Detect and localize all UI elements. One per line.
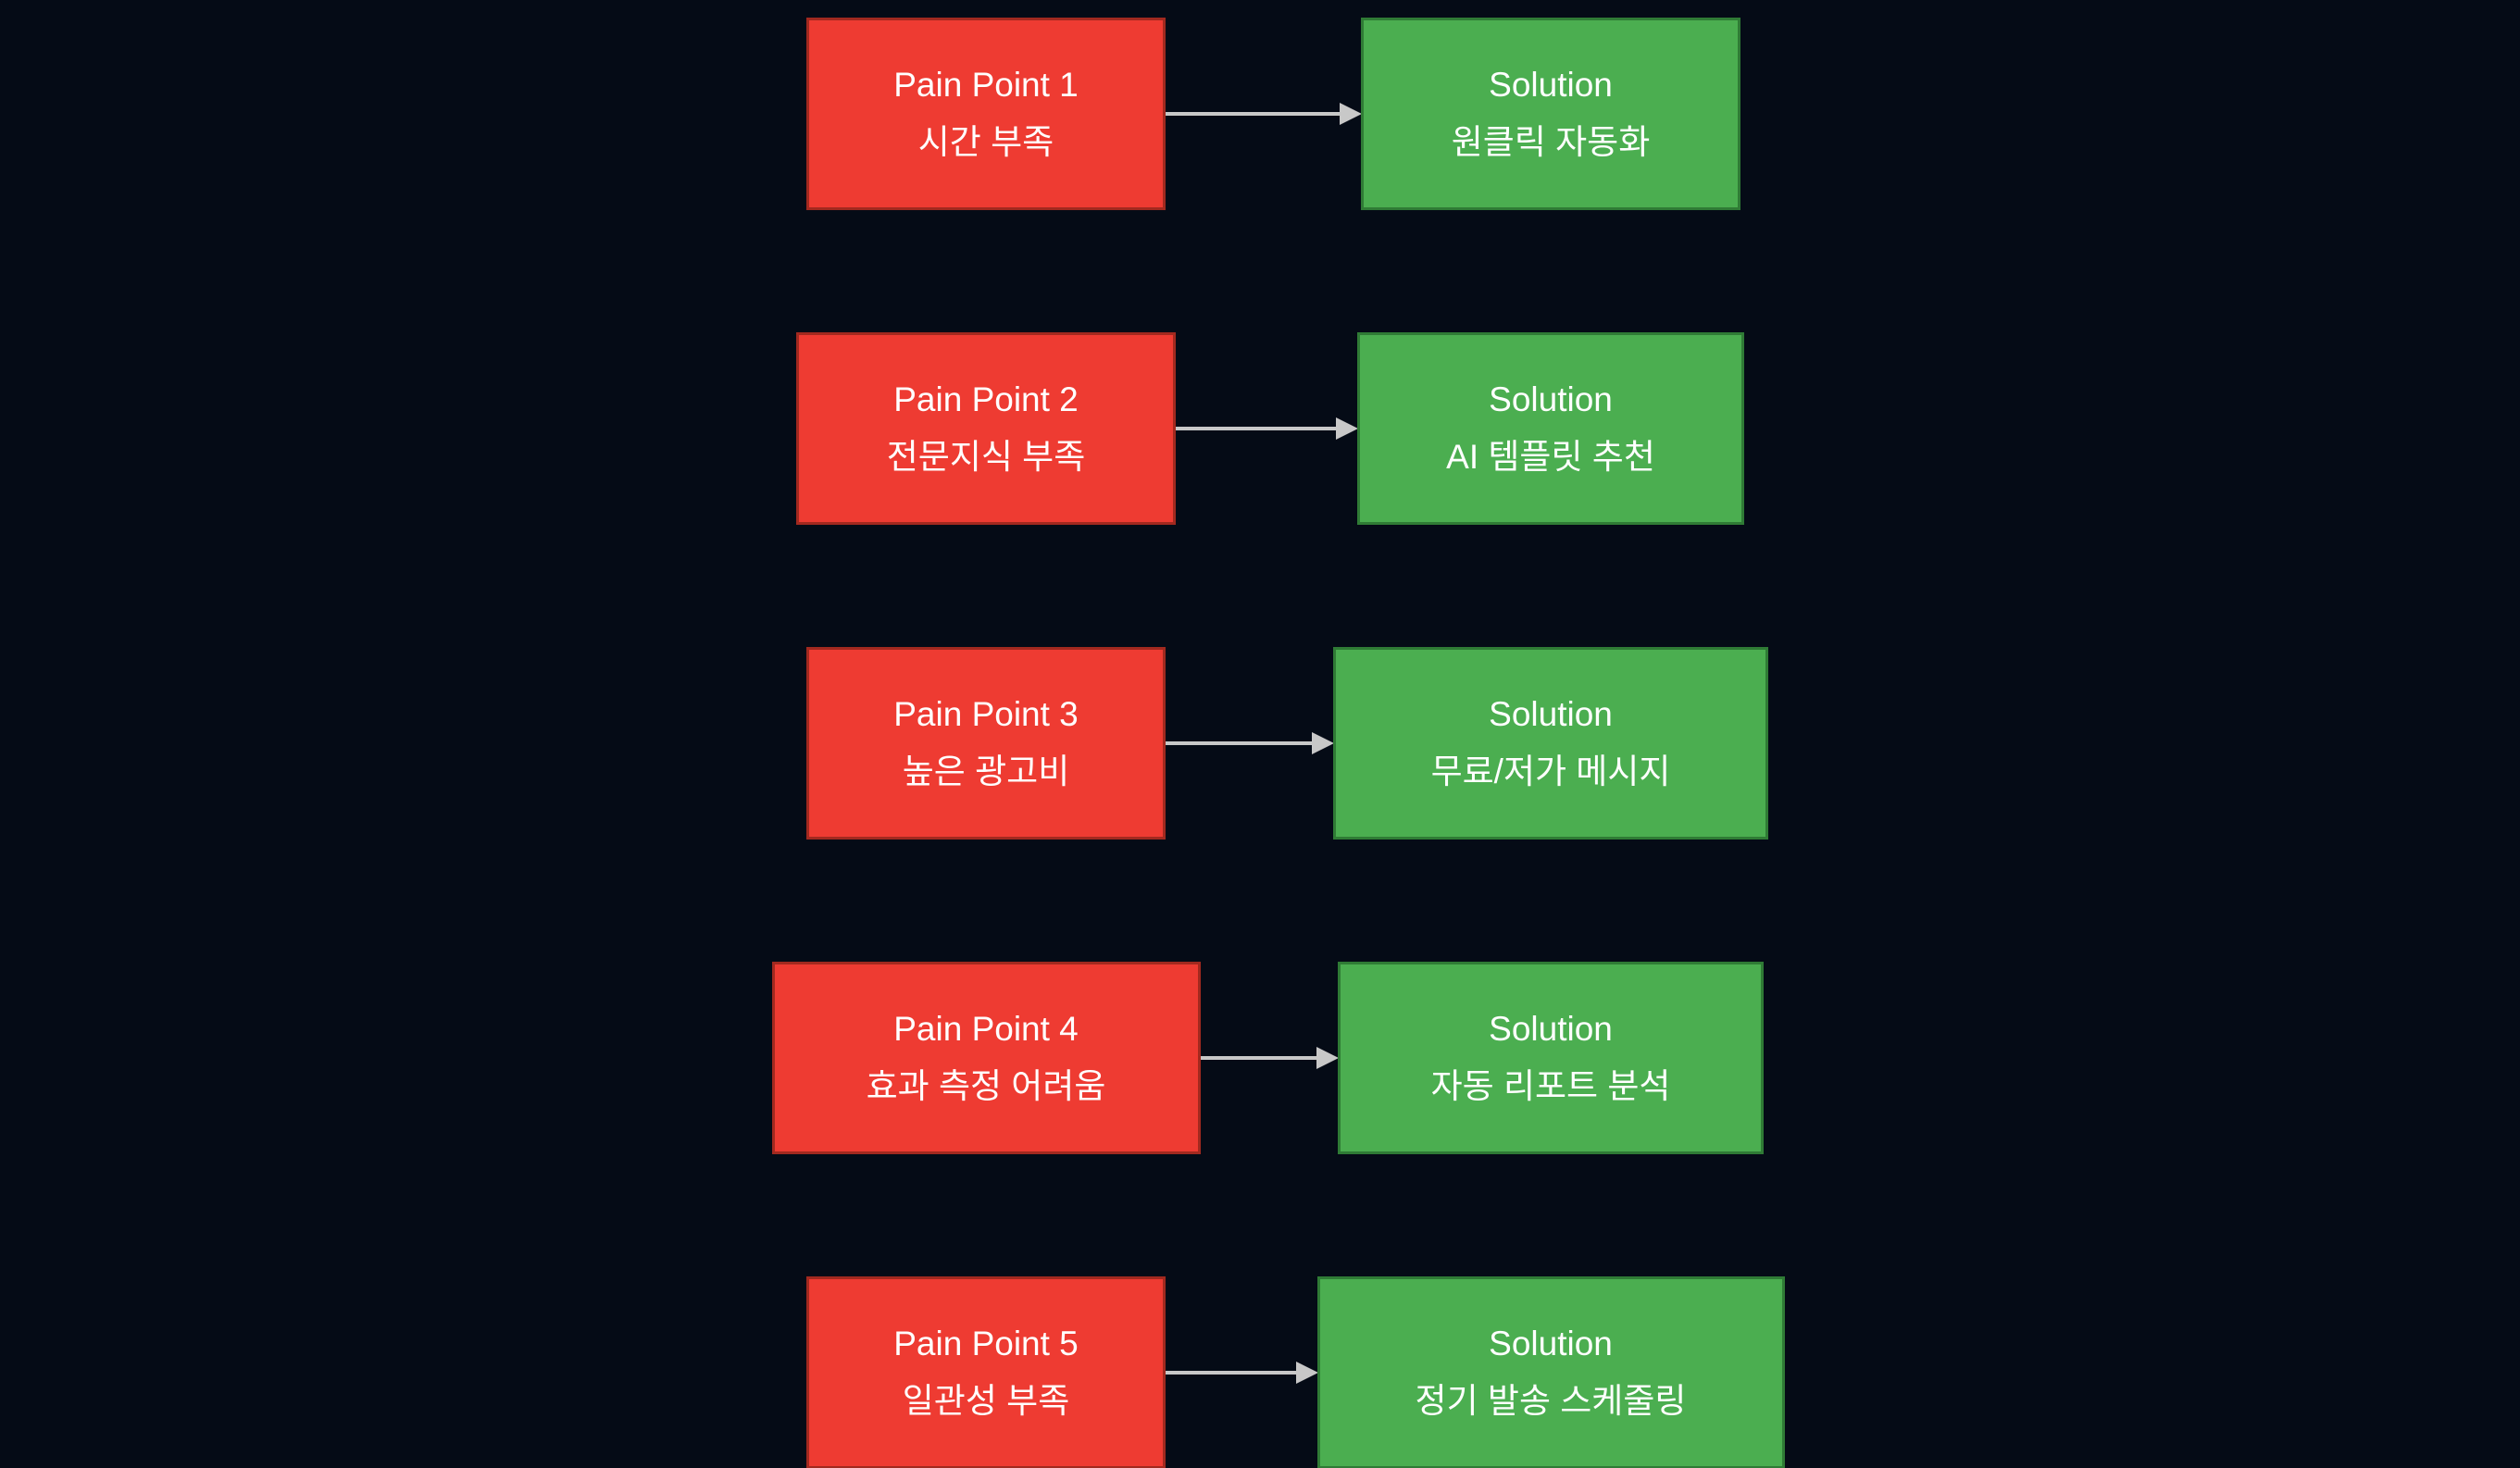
- solution-title: Solution: [1489, 66, 1613, 104]
- arrow-head-icon: [1336, 417, 1358, 440]
- arrow-head-icon: [1295, 1362, 1318, 1384]
- arrow-shaft: [1166, 741, 1316, 745]
- arrow-shaft: [1176, 427, 1341, 430]
- pain-point-box-4: Pain Point 4 효과 측정 어려움: [771, 962, 1201, 1154]
- solution-box-1: Solution 원클릭 자동화: [1361, 18, 1740, 210]
- solution-subtitle: 정기 발송 스케줄링: [1415, 1382, 1687, 1420]
- solution-box-3: Solution 무료/저가 메시지: [1333, 647, 1768, 840]
- solution-subtitle: 원클릭 자동화: [1451, 123, 1651, 161]
- pain-point-title: Pain Point 2: [893, 380, 1079, 418]
- arrow-head-icon: [1340, 103, 1362, 125]
- solution-title: Solution: [1489, 1010, 1613, 1048]
- arrow-shaft: [1200, 1056, 1321, 1060]
- solution-subtitle: AI 템플릿 추천: [1446, 438, 1655, 476]
- diagram-row-2: Pain Point 2 전문지식 부족 Solution AI 템플릿 추천: [0, 332, 2520, 525]
- solution-box-4: Solution 자동 리포트 분석: [1338, 962, 1764, 1154]
- arrow-head-icon: [1312, 732, 1334, 754]
- pain-point-box-5: Pain Point 5 일관성 부족: [806, 1276, 1166, 1468]
- arrow-shaft: [1166, 1371, 1301, 1375]
- pain-point-title: Pain Point 1: [893, 66, 1079, 104]
- solution-title: Solution: [1489, 1325, 1613, 1362]
- pain-point-title: Pain Point 3: [893, 695, 1079, 733]
- solution-subtitle: 자동 리포트 분석: [1430, 1067, 1671, 1105]
- pain-point-box-3: Pain Point 3 높은 광고비: [806, 647, 1166, 840]
- diagram-row-3: Pain Point 3 높은 광고비 Solution 무료/저가 메시지: [0, 647, 2520, 840]
- arrow-head-icon: [1316, 1047, 1339, 1069]
- solution-box-2: Solution AI 템플릿 추천: [1357, 332, 1744, 525]
- pain-point-subtitle: 효과 측정 어려움: [866, 1067, 1106, 1105]
- pain-point-subtitle: 전문지식 부족: [886, 438, 1086, 476]
- pain-point-title: Pain Point 4: [893, 1010, 1079, 1048]
- pain-point-box-2: Pain Point 2 전문지식 부족: [796, 332, 1176, 525]
- diagram-row-5: Pain Point 5 일관성 부족 Solution 정기 발송 스케줄링: [0, 1276, 2520, 1468]
- solution-title: Solution: [1489, 380, 1613, 418]
- pain-point-subtitle: 시간 부족: [917, 123, 1054, 161]
- pain-point-subtitle: 높은 광고비: [902, 753, 1070, 790]
- solution-box-5: Solution 정기 발송 스케줄링: [1316, 1276, 1785, 1468]
- diagram-row-4: Pain Point 4 효과 측정 어려움 Solution 자동 리포트 분…: [0, 962, 2520, 1154]
- pain-point-title: Pain Point 5: [893, 1325, 1079, 1362]
- arrow-shaft: [1166, 112, 1344, 116]
- diagram-row-1: Pain Point 1 시간 부족 Solution 원클릭 자동화: [0, 18, 2520, 210]
- solution-title: Solution: [1489, 695, 1613, 733]
- solution-subtitle: 무료/저가 메시지: [1430, 753, 1671, 790]
- pain-point-subtitle: 일관성 부족: [902, 1382, 1070, 1420]
- pain-point-box-1: Pain Point 1 시간 부족: [806, 18, 1166, 210]
